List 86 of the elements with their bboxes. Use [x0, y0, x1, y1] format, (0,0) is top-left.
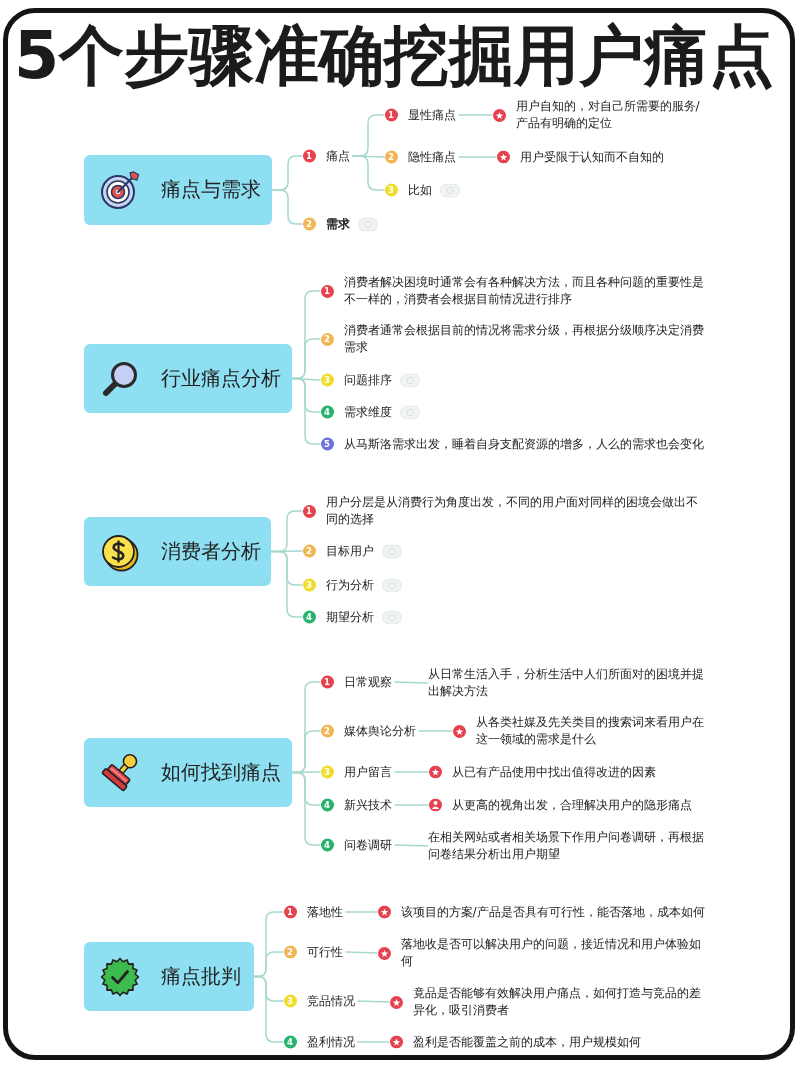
- description-text: 用户自知的，对自己所需要的服务/产品有明确的定位: [515, 98, 701, 132]
- description-text: 从日常生活入手，分析生活中人们所面对的困境并提出解决方法: [428, 666, 705, 700]
- topic-title: 痛点批判: [161, 964, 241, 989]
- connector-line: [344, 911, 379, 913]
- number-marker: 4: [320, 798, 334, 812]
- topic-label: 新兴技术: [343, 796, 392, 814]
- number-marker: 4: [320, 838, 334, 852]
- number-marker: 3: [302, 578, 316, 592]
- connector-line: [344, 951, 379, 954]
- connector-line: [271, 189, 304, 225]
- topic-box: [84, 738, 292, 807]
- number-marker: 4: [320, 405, 334, 419]
- connector-line: [393, 681, 429, 684]
- connector-line: [457, 114, 494, 116]
- topic-label: 期望分析: [325, 608, 374, 626]
- number-marker: 1: [302, 504, 316, 518]
- number-marker: 2: [302, 544, 316, 558]
- number-marker: 1: [384, 108, 398, 122]
- description-text: 落地收是否可以解决用户的问题，接近情况和用户体验如何: [400, 936, 702, 970]
- topic-box: [84, 942, 254, 1011]
- connector-line: [291, 377, 322, 445]
- description-text: 盈利是否能覆盖之前的成本，用户规模如何: [412, 1033, 641, 1051]
- number-marker: 4: [283, 1035, 297, 1049]
- topic-label: 用户分层是从消费行为角度出发，不同的用户面对同样的困境会做出不同的选择: [325, 494, 699, 528]
- number-marker: 3: [320, 765, 334, 779]
- number-marker: 1: [283, 905, 297, 919]
- number-marker: 2: [283, 945, 297, 959]
- topic-label: 从马斯洛需求出发，睡着自身支配资源的增多，人么的需求也会变化: [343, 435, 704, 453]
- topic-label: 消费者解决困境时通常会有各种解决方法，而且各种问题的重要性是不一样的，消费者会根据目前情况进行排序: [343, 274, 705, 308]
- topic-label: 问卷调研: [343, 836, 392, 854]
- topic-title: 痛点与需求: [161, 178, 261, 202]
- topic-label: 用户留言: [343, 763, 392, 781]
- description-text: 从更高的视角出发，合理解决用户的隐形痛点: [451, 796, 692, 814]
- number-marker: 3: [384, 183, 398, 197]
- connector-line: [291, 771, 322, 846]
- connector-line: [351, 155, 386, 191]
- number-marker: 3: [283, 994, 297, 1008]
- connector-line: [270, 550, 304, 618]
- description-text: 竟品是否能够有效解决用户痛点，如何打造与竞品的差异化，吸引消费者: [412, 985, 702, 1019]
- number-marker: 2: [320, 332, 334, 346]
- description-text: 从各类社媒及先关类目的搜索词来看用户在这一领域的需求是什么: [475, 714, 705, 748]
- topic-label: 问题排序: [343, 371, 392, 389]
- topic-label: 落地性: [306, 903, 343, 921]
- topic-label: 消费者通常会根据目前的情况将需求分级，再根据分级顺序决定消费需求: [343, 322, 705, 356]
- topic-label: 痛点: [325, 147, 350, 165]
- number-marker: 1: [320, 284, 334, 298]
- topic-label: 行为分析: [325, 576, 374, 594]
- connector-line: [253, 975, 285, 1043]
- topic-box: [84, 344, 292, 413]
- title: 5个步骤准确挖掘用户痛点: [14, 17, 775, 95]
- description-text: 用户受限于认知而不自知的: [519, 148, 664, 166]
- topic-title: 消费者分析: [161, 539, 261, 564]
- description-text: 该项目的方案/产品是否具有可行性，能否落地，成本如何: [400, 903, 705, 921]
- topic-label: 媒体舆论分析: [343, 722, 416, 740]
- number-marker: 1: [320, 675, 334, 689]
- topic-label: 显性痛点: [407, 106, 456, 124]
- number-marker: 2: [302, 217, 316, 231]
- description-text: 从已有产品使用中找出值得改进的因素: [451, 763, 656, 781]
- number-marker: 2: [384, 150, 398, 164]
- topic-box: [84, 155, 272, 225]
- topic-label: 目标用户: [325, 542, 374, 560]
- topic-label: 比如: [407, 181, 432, 199]
- connector-line: [356, 1000, 391, 1003]
- topic-label: 需求维度: [343, 403, 392, 421]
- number-marker: 3: [320, 373, 334, 387]
- connector-line: [457, 156, 498, 158]
- topic-box: [84, 517, 271, 586]
- topic-label: 需求: [325, 215, 350, 233]
- topic-label: 可行性: [306, 943, 343, 961]
- connector-line: [393, 771, 430, 773]
- topic-title: 如何找到痛点: [161, 760, 281, 785]
- topic-label: 隐性痛点: [407, 148, 456, 166]
- connector-line: [417, 730, 454, 732]
- number-marker: 4: [302, 610, 316, 624]
- topic-label: 日常观察: [343, 673, 392, 691]
- connector-line: [351, 155, 386, 158]
- number-marker: 5: [320, 437, 334, 451]
- topic-label: 竞品情况: [306, 992, 355, 1010]
- topic-title: 行业痛点分析: [161, 366, 281, 391]
- number-marker: 1: [302, 149, 316, 163]
- connector-line: [393, 804, 430, 806]
- connector-line: [356, 1041, 391, 1043]
- description-text: 在相关网站或者相关场景下作用户问卷调研，再根据问卷结果分析出用户期望: [428, 829, 705, 863]
- connector-line: [393, 844, 429, 847]
- number-marker: 2: [320, 724, 334, 738]
- topic-label: 盈利情况: [306, 1033, 355, 1051]
